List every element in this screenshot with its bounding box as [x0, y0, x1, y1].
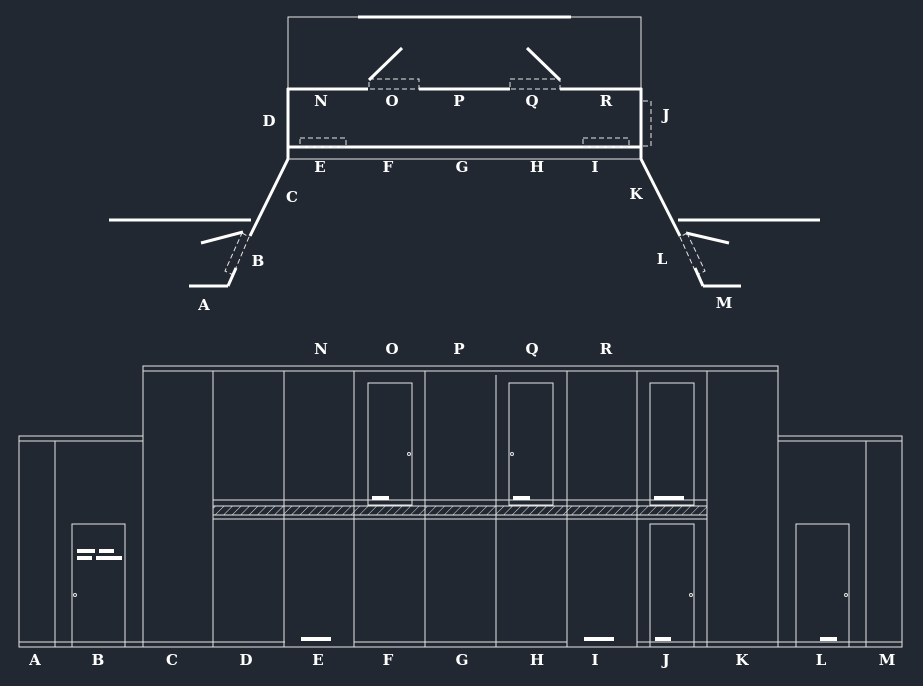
plan-right-flap	[685, 231, 730, 245]
elev-mark-b-4	[96, 556, 122, 560]
elev-mark-upper-q	[513, 496, 530, 500]
plan-label-a: A	[197, 296, 210, 314]
elev-mark-b-1	[77, 549, 95, 553]
plan-label-k: K	[629, 185, 643, 203]
elev-label-r: R	[600, 340, 613, 358]
plan-label-h: H	[530, 158, 544, 176]
elev-label-i: I	[591, 651, 598, 669]
plan-label-q: Q	[525, 92, 538, 110]
plan-label-n: N	[314, 92, 328, 110]
plan-right-foot-diag	[693, 267, 705, 287]
plan-right-ramp	[679, 232, 706, 276]
plan-view: N O P Q R D J E F G H I C K B L A M	[109, 15, 820, 314]
elev-label-o: O	[385, 340, 398, 358]
plan-window-e	[299, 137, 347, 148]
plan-window-i	[582, 137, 630, 148]
elev-mark-i	[584, 637, 614, 641]
plan-label-r: R	[600, 92, 613, 110]
elev-door-upper-o	[367, 382, 413, 506]
plan-door-o-swing	[368, 78, 420, 90]
plan-label-j: J	[660, 106, 669, 124]
elev-slab-hatch	[212, 505, 708, 516]
plan-label-e: E	[314, 158, 325, 176]
elev-label-f: F	[383, 651, 394, 669]
elev-door-lower-j	[649, 523, 695, 648]
elevation-view: N O P Q R A B C D E F G H I J K L M	[18, 340, 903, 669]
elev-door-l	[795, 523, 850, 648]
elev-door-upper-j	[649, 382, 695, 506]
plan-label-c: C	[286, 188, 298, 206]
elev-door-upper-q-knob	[510, 452, 514, 456]
elev-wing-left	[18, 435, 144, 648]
plan-door-o-leaf	[367, 46, 404, 82]
elev-label-d: D	[239, 651, 252, 669]
elev-label-p: P	[453, 340, 464, 358]
elev-label-h: H	[530, 651, 544, 669]
plan-label-o: O	[385, 92, 398, 110]
elev-mark-upper-j	[654, 496, 684, 500]
elev-label-q: Q	[525, 340, 538, 358]
plan-right-diagonal	[639, 158, 682, 237]
elev-label-e: E	[312, 651, 323, 669]
elev-mark-e	[301, 637, 331, 641]
elev-door-upper-q	[508, 382, 554, 506]
plan-element-j	[643, 100, 652, 147]
elev-door-lower-j-knob	[689, 593, 693, 597]
plan-label-f: F	[383, 158, 394, 176]
elev-label-j: J	[660, 651, 669, 669]
elev-label-b: B	[92, 651, 105, 669]
plan-outer-top	[287, 16, 642, 89]
elev-label-n: N	[314, 340, 328, 358]
plan-label-l: L	[657, 250, 668, 268]
elev-mark-b-2	[99, 549, 114, 553]
elev-door-upper-o-knob	[407, 452, 411, 456]
elev-label-m: M	[879, 651, 896, 669]
plan-label-m: M	[716, 294, 733, 312]
elev-door-b	[71, 523, 126, 648]
elev-label-g: G	[456, 651, 469, 669]
elev-wing-right	[777, 435, 903, 648]
elev-label-a: A	[28, 651, 41, 669]
elev-mark-b-3	[77, 556, 92, 560]
elev-label-c: C	[166, 651, 178, 669]
plan-label-g: G	[456, 158, 469, 176]
plan-left-flap	[200, 230, 244, 245]
elev-label-k: K	[735, 651, 749, 669]
plan-left-diagonal	[248, 158, 290, 237]
plan-label-d: D	[262, 112, 275, 130]
plan-door-q-leaf	[525, 46, 562, 82]
plan-label-i: I	[591, 158, 598, 176]
plan-left-foot-diag	[226, 267, 238, 287]
elev-main-block	[142, 365, 779, 648]
elev-label-l: L	[816, 651, 827, 669]
plan-door-q-swing	[509, 78, 561, 90]
plan-label-b: B	[252, 252, 265, 270]
elev-mark-lower-j	[655, 637, 671, 641]
elev-mark-l	[820, 637, 837, 641]
elev-mark-upper-o	[372, 496, 389, 500]
elev-door-l-knob	[844, 593, 848, 597]
elev-door-b-knob	[73, 593, 77, 597]
plan-label-p: P	[453, 92, 464, 110]
